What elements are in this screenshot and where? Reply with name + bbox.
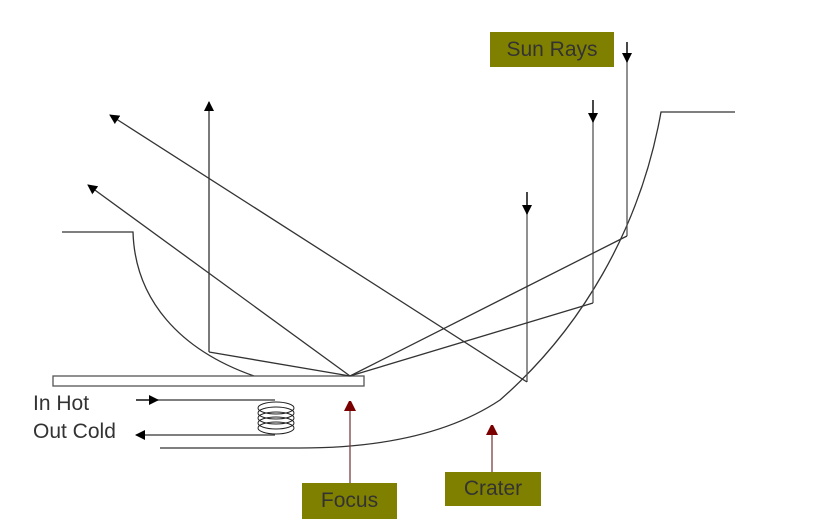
in-hot-label: In Hot bbox=[33, 392, 90, 415]
coil-icon bbox=[257, 401, 295, 435]
crater-right-wall bbox=[160, 111, 735, 449]
crater-label: Crater bbox=[445, 472, 541, 506]
out-cold-label: Out Cold bbox=[33, 420, 116, 443]
focus-label: Focus bbox=[302, 483, 397, 519]
reflection-2 bbox=[349, 302, 594, 377]
sun-rays-label: Sun Rays bbox=[490, 32, 614, 67]
reflection-1 bbox=[349, 235, 628, 377]
focus-plate bbox=[52, 375, 365, 387]
reflection-3 bbox=[109, 114, 528, 383]
reflection-5 bbox=[208, 351, 351, 377]
reflection-4 bbox=[87, 184, 351, 377]
crater-left-wall bbox=[62, 231, 255, 377]
